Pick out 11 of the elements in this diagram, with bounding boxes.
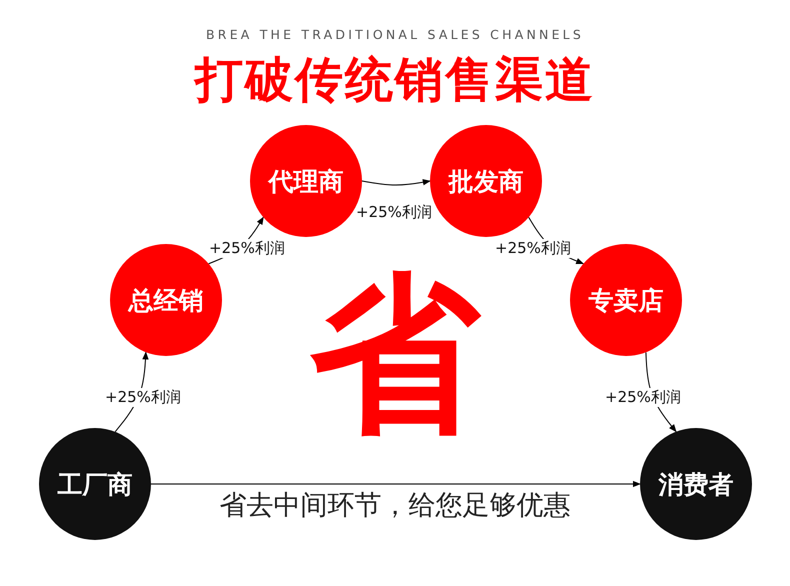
node-label: 消费者 xyxy=(658,468,734,500)
node-label: 代理商 xyxy=(268,166,344,198)
title: 打破传统销售渠道 xyxy=(192,51,596,110)
node-label: 总经销 xyxy=(128,284,204,316)
node-label: 批发商 xyxy=(448,166,524,198)
node-label: 工厂商 xyxy=(58,468,132,500)
big-character: 省 xyxy=(309,255,482,455)
arrow xyxy=(362,179,431,186)
arrow xyxy=(150,480,641,488)
node-label: 专卖店 xyxy=(588,284,664,316)
subtitle: BREA THE TRADITIONAL SALES CHANNELS xyxy=(205,27,585,42)
